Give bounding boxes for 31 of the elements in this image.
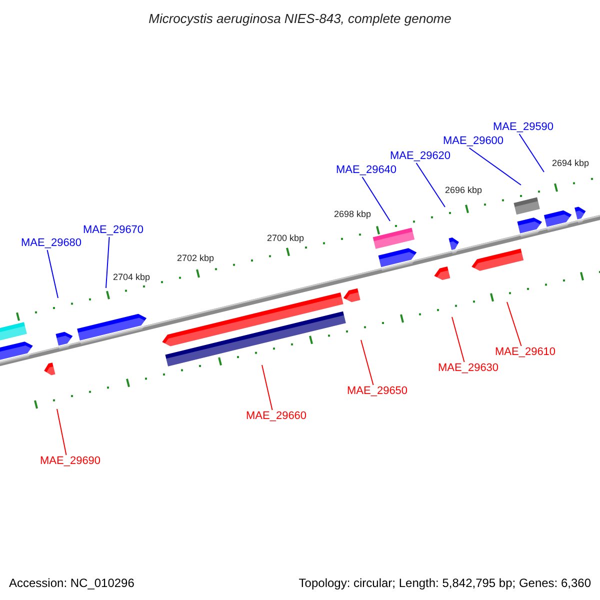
footer-text: Accession: NC_010296	[9, 575, 134, 592]
scale-label: 2704 kbp	[113, 271, 150, 284]
gene-label: MAE_29660	[246, 410, 307, 423]
gene-label: MAE_29640	[336, 164, 397, 177]
gene-label: MAE_29610	[495, 346, 556, 359]
leader-line	[56, 408, 67, 456]
gene-label: MAE_29650	[347, 385, 408, 398]
title: Microcystis aeruginosa NIES-843, complete genome	[148, 10, 452, 28]
leader-line	[518, 134, 544, 172]
leader-line	[452, 316, 465, 362]
scale-label: 2694 kbp	[552, 157, 590, 170]
leader-line	[360, 340, 374, 386]
leader-line	[262, 364, 273, 410]
leader-line	[506, 302, 522, 346]
leader-line	[362, 176, 390, 222]
scale-label: 2698 kbp	[334, 208, 372, 221]
leader-line	[46, 250, 58, 298]
gene-label: MAE_29690	[40, 455, 101, 468]
leader-line	[106, 236, 110, 288]
gene-label: MAE_29620	[390, 150, 451, 163]
leader-line	[416, 162, 446, 208]
gene-label: MAE_29680	[21, 237, 82, 250]
gene-label: MAE_29590	[493, 121, 554, 134]
scale-label: 2700 kbp	[267, 232, 304, 245]
scale-label: 2696 kbp	[445, 184, 482, 197]
leader-line	[468, 148, 522, 186]
footer-text: Topology: circular; Length: 5,842,795 bp; Genes: 6,360	[298, 575, 591, 592]
gene-label: MAE_29600	[443, 135, 504, 148]
scale-label: 2702 kbp	[177, 252, 214, 265]
gene-label: MAE_29670	[83, 224, 144, 237]
gene-label: MAE_29630	[438, 362, 499, 375]
